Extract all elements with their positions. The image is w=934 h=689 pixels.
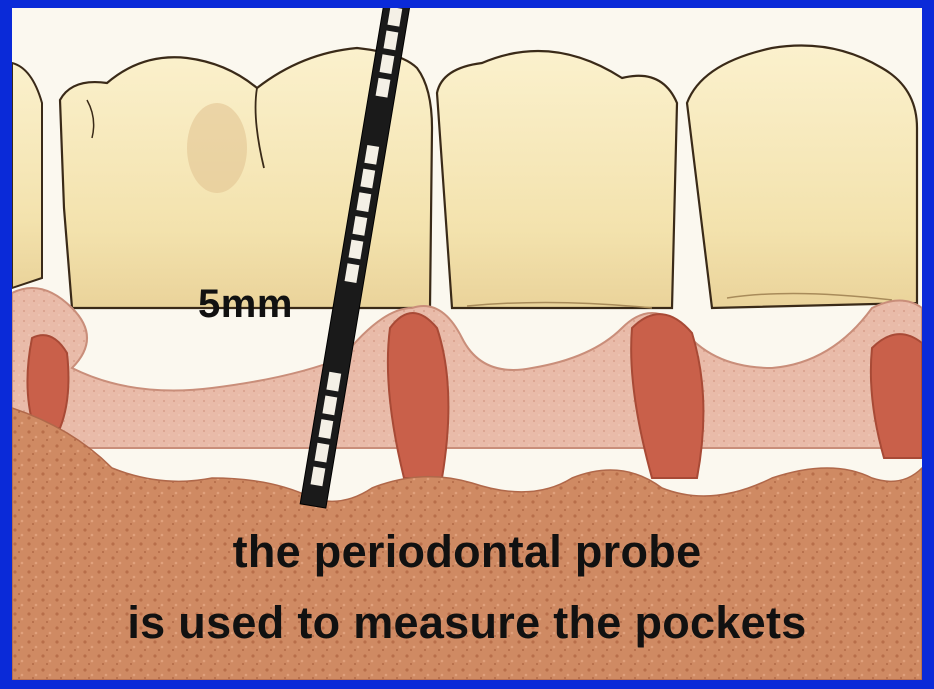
caption-line-2: is used to measure the pockets bbox=[12, 596, 922, 650]
tooth-far-left bbox=[12, 63, 42, 288]
probe-depth-label: 5mm bbox=[198, 282, 293, 327]
caption-line-1: the periodontal probe bbox=[12, 525, 922, 579]
premolar-tooth-right bbox=[687, 46, 917, 309]
gum-tissue bbox=[12, 288, 922, 478]
dental-illustration bbox=[12, 8, 922, 680]
premolar-tooth-middle bbox=[437, 51, 677, 308]
illustration-panel: 5mm the periodontal probe is used to mea… bbox=[12, 8, 922, 680]
